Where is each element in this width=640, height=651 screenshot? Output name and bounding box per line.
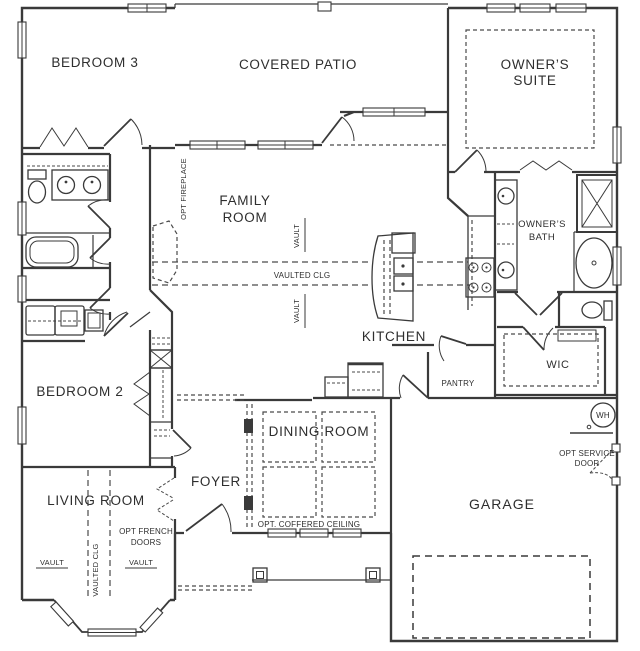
room-label-owners-suite-1: OWNER’S <box>501 57 570 72</box>
bedroom2-door <box>103 311 129 337</box>
window <box>189 140 246 150</box>
fixtures <box>25 169 618 641</box>
annotation-wh: WH <box>596 411 610 420</box>
annotation-opt-service-1: OPT SERVICE <box>559 449 615 458</box>
porch-columns <box>252 567 381 583</box>
patio-door <box>321 116 355 144</box>
window <box>362 107 426 117</box>
window <box>127 3 167 13</box>
annotation-vault-4: VAULT <box>129 558 153 567</box>
annotation-vault-2: VAULT <box>292 299 301 323</box>
opt-fireplace-outline <box>152 220 178 284</box>
front-door <box>185 503 232 533</box>
owners-bath-vanity <box>494 179 518 291</box>
room-label-family-2: ROOM <box>223 210 268 225</box>
interior-walls <box>22 8 617 535</box>
room-label-bedroom2: BEDROOM 2 <box>36 384 123 399</box>
room-label-dining: DINING ROOM <box>269 424 370 439</box>
bathtub <box>25 236 79 268</box>
bedroom2-closet-doors <box>133 371 151 417</box>
opt-service-door-swing <box>589 443 621 486</box>
patio-column <box>317 1 332 12</box>
window <box>17 406 27 445</box>
bedroom3-closet-doors <box>39 127 89 148</box>
hall-bath-door <box>87 199 111 229</box>
window <box>555 3 587 13</box>
owners-toilet <box>581 300 613 321</box>
wic-door <box>522 326 554 351</box>
window <box>267 528 297 538</box>
hall-toilet <box>27 169 47 204</box>
window <box>87 628 137 637</box>
kitchen-island <box>371 232 416 322</box>
room-label-living: LIVING ROOM <box>47 493 145 508</box>
annotation-opt-french-1: OPT FRENCH <box>119 527 173 536</box>
room-label-pantry: PANTRY <box>442 379 475 388</box>
room-label-wic: WIC <box>546 359 569 371</box>
bay-window <box>50 599 171 637</box>
window <box>612 246 622 286</box>
coffered-ceiling-squares <box>262 411 376 518</box>
room-label-garage: GARAGE <box>469 496 535 512</box>
garage-entry-door <box>398 374 429 399</box>
annotation-opt-french-2: DOORS <box>131 538 161 547</box>
buffet-counter <box>324 362 384 398</box>
room-label-covered-patio: COVERED PATIO <box>239 57 357 72</box>
window <box>612 126 622 164</box>
annotation-opt-service-2: DOOR <box>575 459 600 468</box>
wic-shelves <box>503 333 599 387</box>
water-heater <box>570 402 616 434</box>
annotation-vault-3: VAULT <box>40 558 64 567</box>
kitchen-counter <box>465 215 495 310</box>
window <box>332 528 362 538</box>
doors <box>39 116 621 533</box>
room-label-family-1: FAMILY <box>219 193 270 208</box>
porch-edge <box>252 579 392 641</box>
annotation-opt-coffered: OPT. COFFERED CEILING <box>258 520 360 529</box>
suite-tray-ceiling <box>465 29 595 149</box>
living-vault-lines <box>87 470 111 598</box>
window <box>299 528 329 538</box>
windows <box>17 3 622 538</box>
foyer-open-wall <box>177 394 247 401</box>
opt-french-doors <box>156 477 175 522</box>
owners-suite-door <box>454 149 487 173</box>
window <box>486 3 516 13</box>
annotation-vaulted-clg-living: VAULTED CLG <box>91 543 100 596</box>
vaulted-ceiling-lines <box>152 261 470 286</box>
annotation-vaulted-clg: VAULTED CLG <box>274 271 331 280</box>
room-label-owners-bath-2: BATH <box>529 232 555 243</box>
chase <box>149 349 173 369</box>
annotation-opt-fireplace: OPT FIREPLACE <box>179 158 188 220</box>
washer-dryer <box>25 305 104 336</box>
window <box>17 21 27 59</box>
room-label-owners-bath-1: OWNER’S <box>518 219 566 230</box>
window <box>17 275 27 303</box>
window <box>257 140 314 150</box>
room-label-owners-suite-2: SUITE <box>513 73 556 88</box>
bedroom3-door <box>103 118 143 147</box>
pantry-door <box>438 335 467 362</box>
linen-closet-door <box>172 429 192 457</box>
hall-bath-vanity <box>51 169 109 201</box>
window <box>17 201 27 236</box>
shower <box>576 174 618 233</box>
room-label-bedroom3: BEDROOM 3 <box>51 55 138 70</box>
bath-hall-doors <box>514 292 563 316</box>
annotation-vault-1: VAULT <box>292 224 301 248</box>
garage-door-dashed <box>412 555 591 639</box>
tub-room-door <box>89 237 111 265</box>
owners-suite-closet-doors <box>519 160 573 171</box>
wic-shelf <box>557 329 597 342</box>
room-label-foyer: FOYER <box>191 474 241 489</box>
window <box>519 3 551 13</box>
labels: BEDROOM 3 COVERED PATIO OWNER’S SUITE FA… <box>36 55 615 597</box>
room-label-kitchen: KITCHEN <box>362 329 426 344</box>
owners-tub <box>575 237 613 289</box>
